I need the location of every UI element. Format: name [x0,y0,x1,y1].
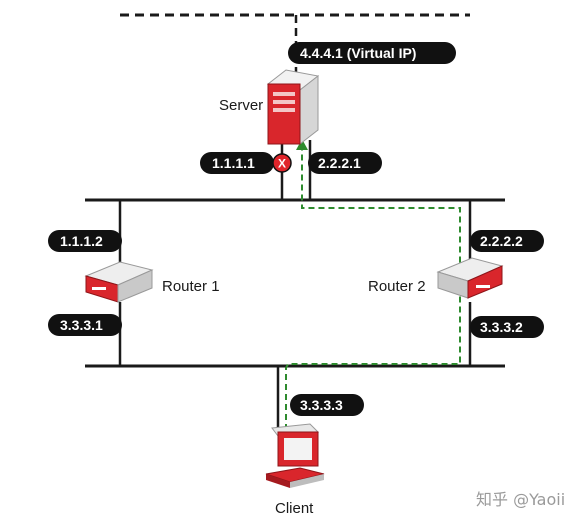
svg-text:1.1.1.2: 1.1.1.2 [60,233,103,249]
client-label: Client [275,500,314,517]
router2-icon [436,257,504,299]
router2-label: Router 2 [368,278,426,295]
svg-text:3.3.3.3: 3.3.3.3 [300,397,343,413]
label-router2-bottom: 3.3.3.2 [470,316,544,338]
label-virtual-ip: 4.4.4.1 (Virtual IP) [288,42,456,64]
label-client: 3.3.3.3 [290,394,364,416]
svg-text:3.3.3.2: 3.3.3.2 [480,319,523,335]
label-router1-top: 1.1.1.2 [48,230,122,252]
svg-text:X: X [278,157,286,171]
svg-text:4.4.4.1 (Virtual IP): 4.4.4.1 (Virtual IP) [300,45,416,61]
server-icon [266,69,320,146]
label-router1-bottom: 3.3.3.1 [48,314,122,336]
traffic-path [285,150,461,430]
failed-interface-icon: X [272,153,292,173]
server-label: Server [219,97,263,114]
label-router2-top: 2.2.2.2 [470,230,544,252]
watermark: 知乎 @Yaoii [476,490,565,509]
label-server-left: 1.1.1.1 [200,152,274,174]
router1-icon [84,261,154,303]
label-server-right: 2.2.2.1 [308,152,382,174]
router1-label: Router 1 [162,278,220,295]
svg-text:2.2.2.2: 2.2.2.2 [480,233,523,249]
svg-text:3.3.3.1: 3.3.3.1 [60,317,103,333]
svg-text:1.1.1.1: 1.1.1.1 [212,155,255,171]
traffic-path-arrow-icon [296,139,308,150]
svg-text:2.2.2.1: 2.2.2.1 [318,155,361,171]
client-icon [265,423,325,488]
